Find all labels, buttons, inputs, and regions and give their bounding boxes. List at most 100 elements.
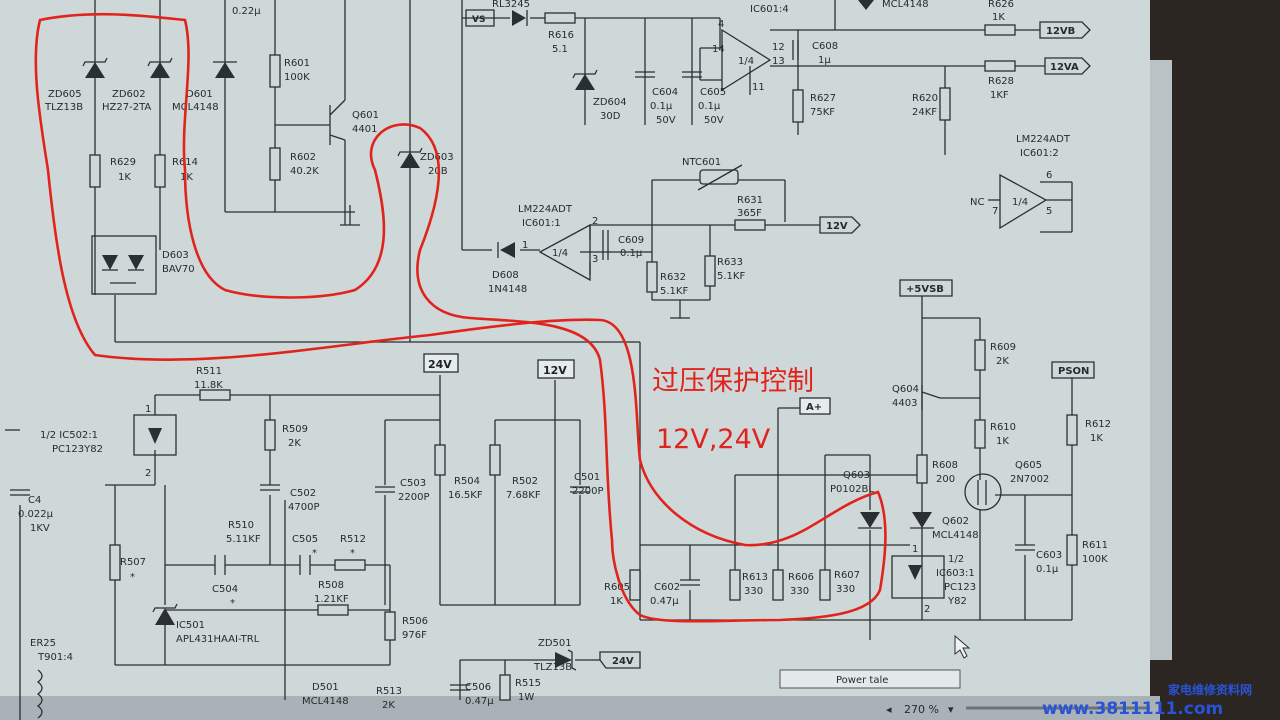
label-r632: R632 — [660, 272, 686, 283]
zd603-symbol — [397, 147, 423, 168]
label-ntc601: NTC601 — [682, 157, 721, 168]
c609-symbol — [602, 230, 609, 260]
label-r504-value: 16.5KF — [448, 490, 483, 501]
label-a-plus: A+ — [806, 402, 822, 413]
r507-body — [109, 544, 121, 581]
zoom-dropdown-icon[interactable]: ▾ — [948, 703, 954, 716]
r610-body — [974, 419, 986, 449]
a-plus-box — [799, 397, 831, 415]
net-12vb-flag — [1039, 21, 1091, 39]
label-q605: Q605 — [1015, 460, 1042, 471]
label-q602-value: MCL4148 — [932, 530, 979, 541]
r607-body — [819, 569, 831, 601]
label-r510: R510 — [228, 520, 254, 531]
zd602-symbol — [147, 57, 173, 78]
label-ic603-pin2: 2 — [924, 604, 930, 615]
r612-body — [1066, 414, 1078, 446]
label-q602: Q602 — [942, 516, 969, 527]
label-c501: C501 — [574, 472, 600, 483]
r602-body — [269, 147, 281, 181]
c608-symbol — [792, 40, 799, 60]
label-nc: NC — [970, 197, 984, 208]
label-net-5vsb: +5VSB — [906, 284, 944, 295]
label-c505: C505 — [292, 534, 318, 545]
d603-package — [91, 235, 157, 295]
c501-symbol — [570, 486, 590, 493]
label-pin5: 5 — [1046, 206, 1052, 217]
label-r626-value: 1K — [992, 12, 1005, 23]
label-r633: R633 — [717, 257, 743, 268]
label-r631: R631 — [737, 195, 763, 206]
q605-symbol — [964, 473, 1002, 511]
label-r631-value: 365F — [737, 208, 762, 219]
r626-body — [984, 24, 1016, 36]
label-zd501-value: TLZ13B — [533, 662, 572, 673]
label-d601: D601 — [186, 89, 213, 100]
label-hz27: HZ27-2TA — [102, 102, 151, 113]
label-c609-value: 0.1μ — [620, 248, 643, 259]
label-zd604-value: 30D — [600, 111, 621, 122]
viewer-scrollbar[interactable] — [1150, 60, 1172, 660]
label-quarter-4: 1/4 — [738, 56, 754, 67]
label-pin14: 14 — [712, 44, 725, 55]
label-r513-value: 2K — [382, 700, 395, 711]
mcl4148-diode — [858, 0, 874, 10]
statusbar-tab-label: Power tale — [836, 675, 888, 686]
q601-symbol — [329, 90, 346, 145]
label-r608-value: 200 — [936, 474, 955, 485]
label-r628-value: 1KF — [990, 90, 1009, 101]
zoom-level[interactable]: 270 % — [904, 703, 939, 716]
label-zd605: ZD605 — [48, 89, 82, 100]
label-c506: C506 — [465, 682, 491, 693]
label-net-12vb: 12VB — [1046, 26, 1075, 37]
label-c605: C605 — [700, 87, 726, 98]
label-ic603-d: Y82 — [947, 596, 967, 607]
label-c603: C603 — [1036, 550, 1062, 561]
label-ic502-pin2: 2 — [145, 468, 151, 479]
c603-symbol — [1015, 544, 1035, 551]
net-12v-flag — [819, 216, 861, 234]
r613-body — [729, 569, 741, 601]
label-c501-value: 2200P — [572, 486, 603, 497]
label-r508: R508 — [318, 580, 344, 591]
d601-symbol — [213, 61, 237, 78]
label-c602: C602 — [654, 582, 680, 593]
label-pin6: 6 — [1046, 170, 1052, 181]
label-q604: Q604 — [892, 384, 919, 395]
label-r504: R504 — [454, 476, 480, 487]
c502-symbol — [260, 484, 280, 491]
label-r512: R512 — [340, 534, 366, 545]
label-c608: C608 — [812, 41, 838, 52]
t901-coil — [36, 669, 43, 719]
label-ic603-c: PC123 — [944, 582, 976, 593]
label-pson: PSON — [1058, 366, 1089, 377]
r506-body — [384, 611, 396, 641]
net-12va-flag — [1044, 57, 1091, 75]
net-24v-flag-bottom — [599, 651, 641, 669]
label-r507: R507 — [120, 557, 146, 568]
zoom-out-icon[interactable]: ◂ — [886, 703, 892, 716]
label-r515: R515 — [515, 678, 541, 689]
label-r506-value: 976F — [402, 630, 427, 641]
label-r606-value: 330 — [790, 586, 809, 597]
label-q604-value: 4403 — [892, 398, 917, 409]
ic603-optocoupler — [891, 555, 945, 599]
label-c604: C604 — [652, 87, 678, 98]
r632-body — [646, 261, 658, 293]
d608-symbol — [500, 242, 515, 258]
annotation-subtitle: 12V,24V — [656, 424, 771, 455]
statusbar-tab[interactable] — [779, 669, 961, 689]
r512-body — [334, 559, 366, 571]
label-d608: D608 — [492, 270, 519, 281]
label-r614-value: 1K — [180, 172, 193, 183]
r620-body — [939, 87, 951, 121]
label-ic501: IC501 — [176, 620, 205, 631]
label-ic601-2: IC601:2 — [1020, 148, 1059, 159]
label-ic601-1: IC601:1 — [522, 218, 561, 229]
ic501-symbol — [152, 603, 178, 625]
label-c502-value: 4700P — [288, 502, 319, 513]
label-c605-value: 0.1μ — [698, 101, 721, 112]
label-zd602: ZD602 — [112, 89, 146, 100]
annotation-title: 过压保护控制 — [652, 366, 814, 397]
r611-body — [1066, 534, 1078, 566]
